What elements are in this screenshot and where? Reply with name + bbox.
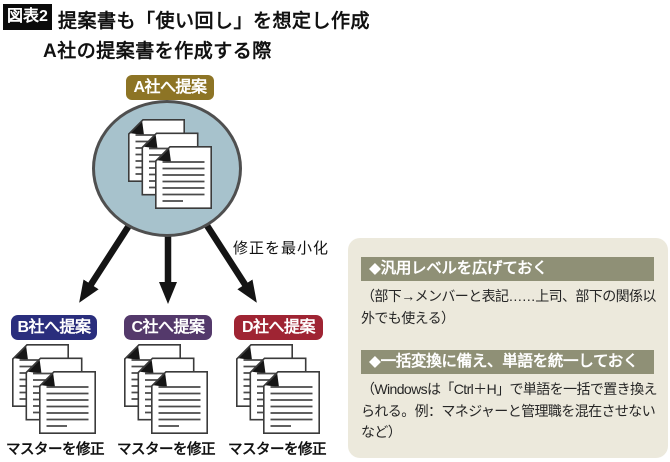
document-stack-icon: [128, 119, 212, 209]
document-stack-icon: [124, 344, 208, 434]
document-stack-icon: [236, 344, 320, 434]
figure-number-badge: 図表2: [3, 4, 52, 30]
label-proposal-c: C社へ提案: [124, 315, 212, 340]
figure-title: 提案書も「使い回し」を想定し作成: [58, 11, 371, 32]
minimize-edits-note: 修正を最小化: [233, 240, 330, 257]
caption-edit-master: マスターを修正: [6, 442, 105, 458]
caption-edit-master: マスターを修正: [228, 442, 327, 458]
tips-section-title: ◆一括変換に備え、単語を統一しておく: [361, 350, 654, 374]
tips-section-body: （部下→メンバーと表記……上司、部下の関係以外でも使える）: [361, 288, 656, 326]
label-proposal-d: D社へ提案: [234, 315, 323, 340]
tips-section-body: （Windowsは「Ctrl＋H」で単語を一括で置き換えられる。例：マネジャーと…: [361, 381, 657, 440]
arrow-to-b-icon: [79, 222, 133, 303]
tips-section-title: ◆汎用レベルを広げておく: [361, 257, 654, 281]
label-proposal-b: B社へ提案: [11, 315, 97, 340]
caption-edit-master: マスターを修正: [117, 442, 216, 458]
figure-subtitle: A社の提案書を作成する際: [43, 41, 272, 62]
tips-panel: ◆汎用レベルを広げておく （部下→メンバーと表記……上司、部下の関係以外でも使え…: [348, 238, 668, 458]
label-proposal-a: A社へ提案: [126, 75, 214, 100]
document-stack-icon: [12, 344, 96, 434]
